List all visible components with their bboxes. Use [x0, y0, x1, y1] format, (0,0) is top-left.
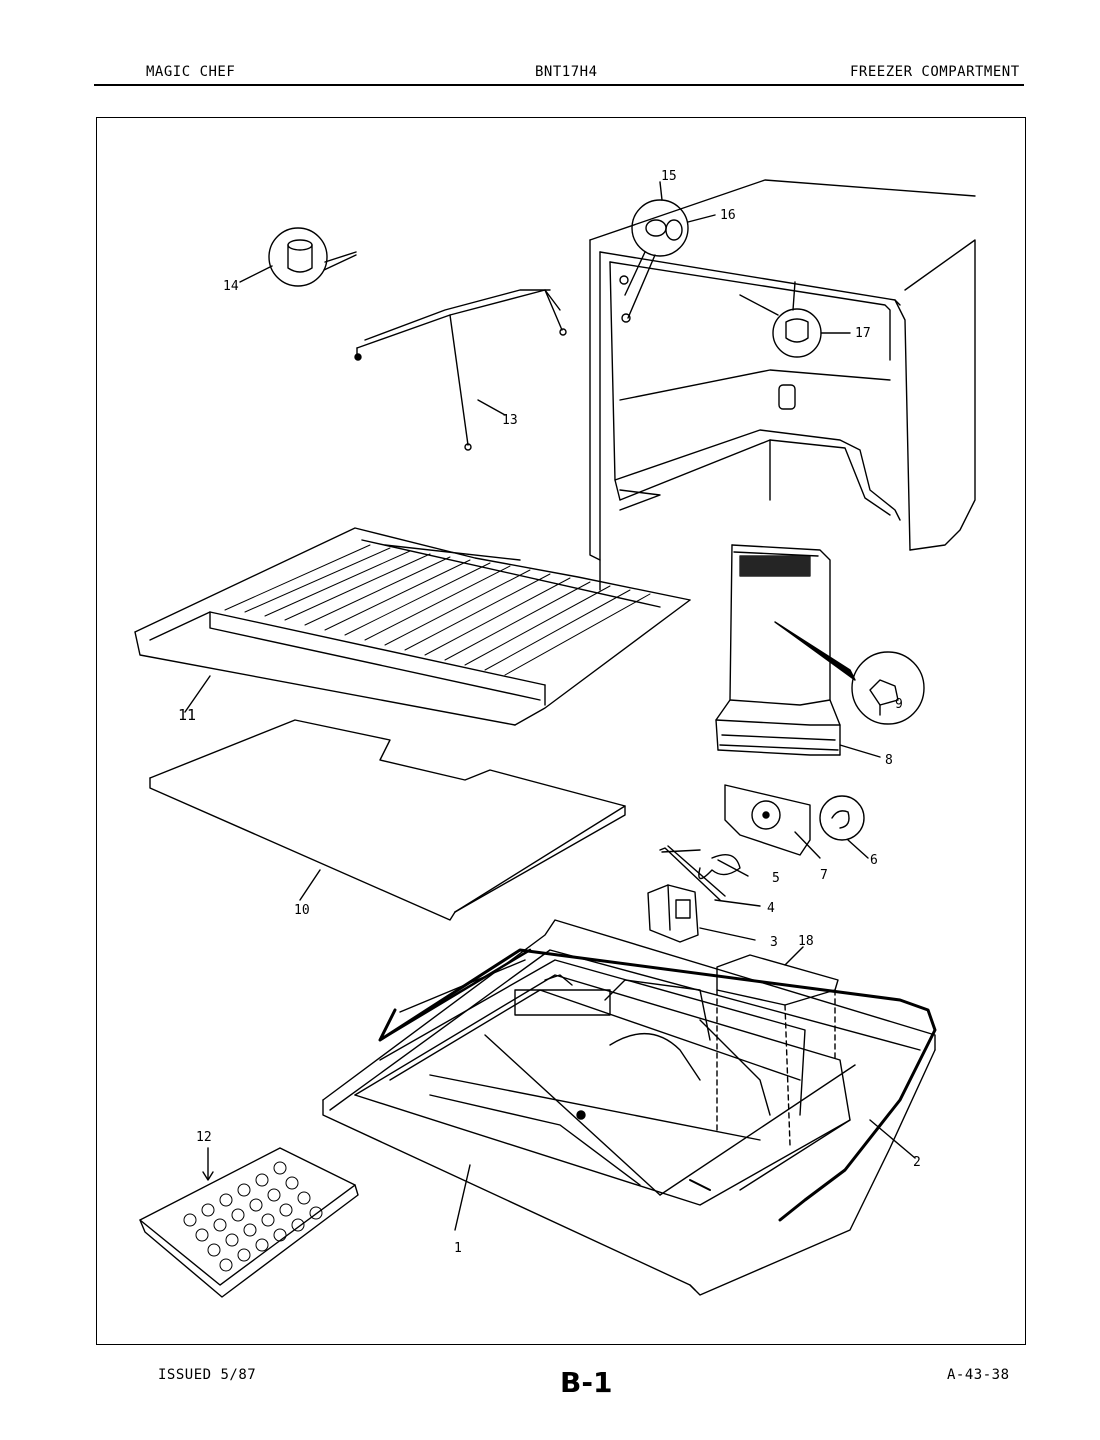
freezer-cabinet: [589, 179, 976, 591]
callout-10: 10: [294, 903, 310, 918]
callout-7: 7: [820, 868, 828, 883]
callout-1: 1: [454, 1241, 462, 1256]
fan-assembly: [647, 784, 869, 943]
callout-6: 6: [870, 853, 878, 868]
callout-12: 12: [196, 1130, 212, 1145]
callout-8: 8: [885, 753, 893, 768]
callout-14: 14: [223, 279, 239, 294]
page-code: B-1: [560, 1366, 613, 1399]
callout-2: 2: [913, 1155, 921, 1170]
callout-16: 16: [720, 208, 736, 223]
diagram-frame: [96, 117, 1026, 1345]
detail-bumpers: [624, 181, 851, 358]
header-rule: [94, 84, 1024, 86]
callout-5: 5: [772, 871, 780, 886]
header-section: FREEZER COMPARTMENT: [850, 64, 1020, 80]
callout-11: 11: [178, 706, 196, 724]
callout-18: 18: [798, 934, 814, 949]
footer-issued: ISSUED 5/87: [158, 1367, 257, 1383]
evaporator-cover: [715, 544, 925, 758]
ice-bin-cover: [716, 946, 839, 1146]
footer-doc-number: A-43-38: [947, 1367, 1010, 1383]
header-model: BNT17H4: [535, 64, 598, 80]
callout-3: 3: [770, 935, 778, 950]
callout-15: 15: [661, 169, 677, 184]
gasket-strip: [378, 948, 937, 1222]
callout-4: 4: [767, 901, 775, 916]
freezer-liner: [322, 919, 936, 1296]
header-brand: MAGIC CHEF: [146, 64, 236, 80]
shelf-support: [239, 227, 567, 451]
glass-shelf-panel: [149, 719, 626, 921]
ice-cube-tray: [139, 1147, 359, 1298]
callout-17: 17: [855, 326, 871, 341]
freezer-shelf: [134, 527, 691, 726]
callout-13: 13: [502, 413, 518, 428]
callout-9: 9: [895, 697, 903, 712]
